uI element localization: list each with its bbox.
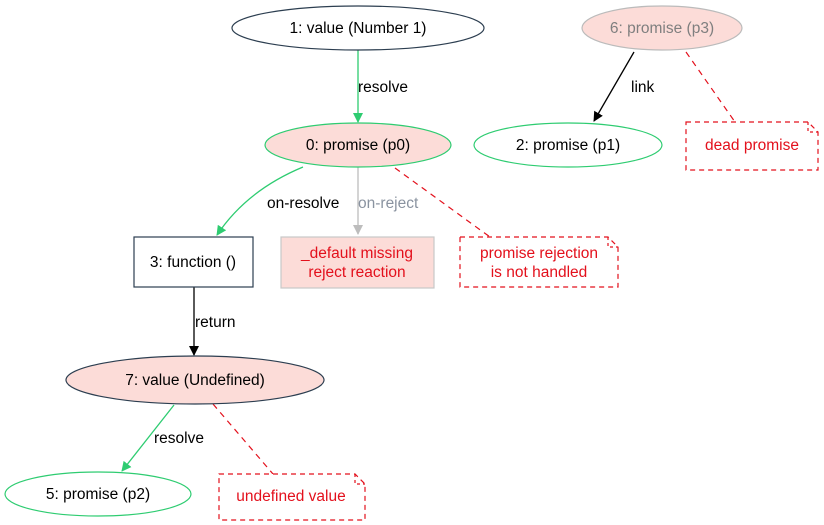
note-undefined-label: undefined value [236,488,345,505]
edge-label-on-reject: on-reject [358,195,419,212]
edge-resolve-7-to-5 [121,404,175,472]
note-rejection-not-handled: promise rejection is not handled [459,236,619,288]
note-rejection-line1: promise rejection [480,245,598,262]
node-5-promise-p2[interactable]: 5: promise (p2) [4,471,192,517]
note-connector-rejection [394,167,491,238]
node-2-label: 2: promise (p1) [516,137,620,154]
node-1-label: 1: value (Number 1) [290,20,427,37]
node-0-promise-p0[interactable]: 0: promise (p0) [264,122,452,168]
node-6-promise-p3[interactable]: 6: promise (p3) [581,5,743,51]
note-rejection-line2: is not handled [491,264,588,281]
note-dead-promise: dead promise [685,121,819,171]
node-7-value-undefined[interactable]: 7: value (Undefined) [65,355,325,405]
node-1-value-number[interactable]: 1: value (Number 1) [231,5,485,51]
edge-link-6-to-2 [593,51,635,122]
note-connector-undefined [212,403,274,475]
edge-label-resolve-bottom: resolve [154,430,204,447]
default-label-line1: _default missing [300,245,413,262]
edge-on-resolve-0-to-3 [216,166,304,236]
edge-label-link: link [631,79,655,96]
node-2-promise-p1[interactable]: 2: promise (p1) [473,122,663,168]
node-6-label: 6: promise (p3) [610,20,714,37]
node-3-label: 3: function () [150,254,236,271]
node-0-label: 0: promise (p0) [306,137,410,154]
node-7-label: 7: value (Undefined) [125,372,265,389]
edge-label-resolve-top: resolve [358,79,408,96]
node-3-function[interactable]: 3: function () [133,236,254,288]
node-5-label: 5: promise (p2) [46,486,150,503]
edge-label-return: return [195,314,236,331]
note-connector-dead [685,51,736,123]
node-default-reject-reaction[interactable]: _default missing reject reaction [280,236,435,289]
note-dead-label: dead promise [705,137,799,154]
default-label-line2: reject reaction [308,264,405,281]
note-undefined-value: undefined value [218,473,366,521]
edge-label-on-resolve: on-resolve [267,195,339,212]
